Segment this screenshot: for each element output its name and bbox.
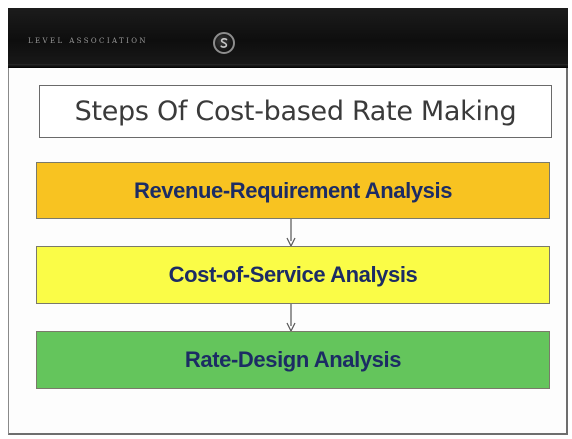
- down-arrow-icon: [286, 304, 296, 332]
- step-label: Rate-Design Analysis: [184, 347, 402, 372]
- down-arrow-icon: [286, 219, 296, 247]
- diagram-title: Steps Of Cost-based Rate Making: [74, 96, 517, 127]
- header-bar: LEVEL ASSOCIATION: [8, 8, 568, 68]
- step-rate-design: Rate-Design Analysis: [36, 331, 550, 389]
- step-label: Revenue-Requirement Analysis: [133, 177, 453, 203]
- company-seal-icon: [213, 32, 235, 54]
- step-label: Cost-of-Service Analysis: [168, 262, 418, 287]
- step-revenue-requirement: Revenue-Requirement Analysis: [36, 162, 550, 219]
- company-name: LEVEL ASSOCIATION: [28, 37, 148, 45]
- title-box: Steps Of Cost-based Rate Making: [39, 85, 552, 138]
- step-cost-of-service: Cost-of-Service Analysis: [36, 246, 550, 304]
